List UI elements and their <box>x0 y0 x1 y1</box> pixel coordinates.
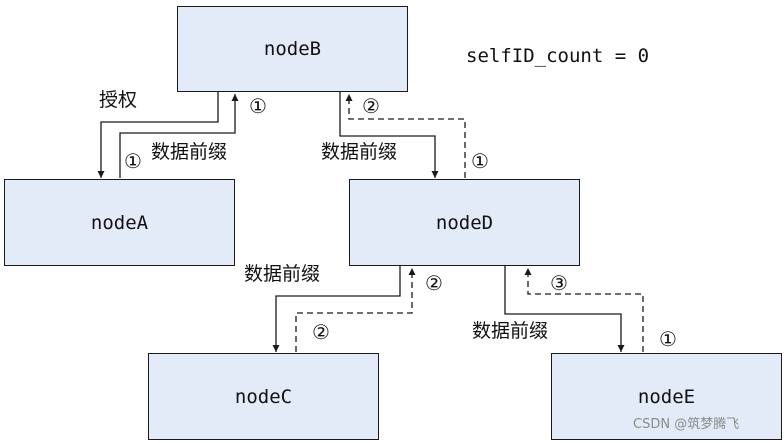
step-marker-1-d: ① <box>471 149 489 173</box>
node-d: nodeD <box>349 179 580 266</box>
step-marker-1-e: ① <box>659 327 677 351</box>
data-prefix-label-b-a: 数据前缀 <box>151 141 228 163</box>
node-d-label: nodeD <box>435 211 494 234</box>
prefix-line-b-to-d <box>339 91 439 178</box>
node-a-label: nodeA <box>90 211 149 234</box>
step-marker-2-c: ② <box>312 320 330 344</box>
node-a: nodeA <box>4 179 235 266</box>
step-marker-2-b: ② <box>362 94 380 118</box>
node-c: nodeC <box>148 353 379 440</box>
watermark-text: CSDN @筑梦腾飞 <box>633 417 740 432</box>
data-prefix-label-b-d: 数据前缀 <box>321 141 398 163</box>
grant-label: 授权 <box>99 89 138 111</box>
node-e: nodeE <box>551 353 782 440</box>
step-marker-1-b: ① <box>249 94 267 118</box>
data-prefix-label-d-e: 数据前缀 <box>472 320 549 342</box>
step-marker-2-d: ② <box>425 271 443 295</box>
dashed-line-e-to-d <box>524 268 644 352</box>
step-marker-1-a: ① <box>124 149 142 173</box>
node-b: nodeB <box>177 6 408 92</box>
prefix-line-d-to-c <box>272 265 401 352</box>
prefix-line-a-to-b <box>119 94 239 178</box>
node-e-label: nodeE <box>637 385 696 408</box>
grant-line-b-to-a <box>97 91 219 178</box>
selfid-count-text: selfID_count = 0 <box>466 45 650 67</box>
step-marker-3-d: ③ <box>550 271 568 295</box>
prefix-line-d-to-e <box>504 265 625 352</box>
data-prefix-label-d-c: 数据前缀 <box>244 263 321 285</box>
node-b-label: nodeB <box>263 38 322 60</box>
node-c-label: nodeC <box>234 385 293 408</box>
